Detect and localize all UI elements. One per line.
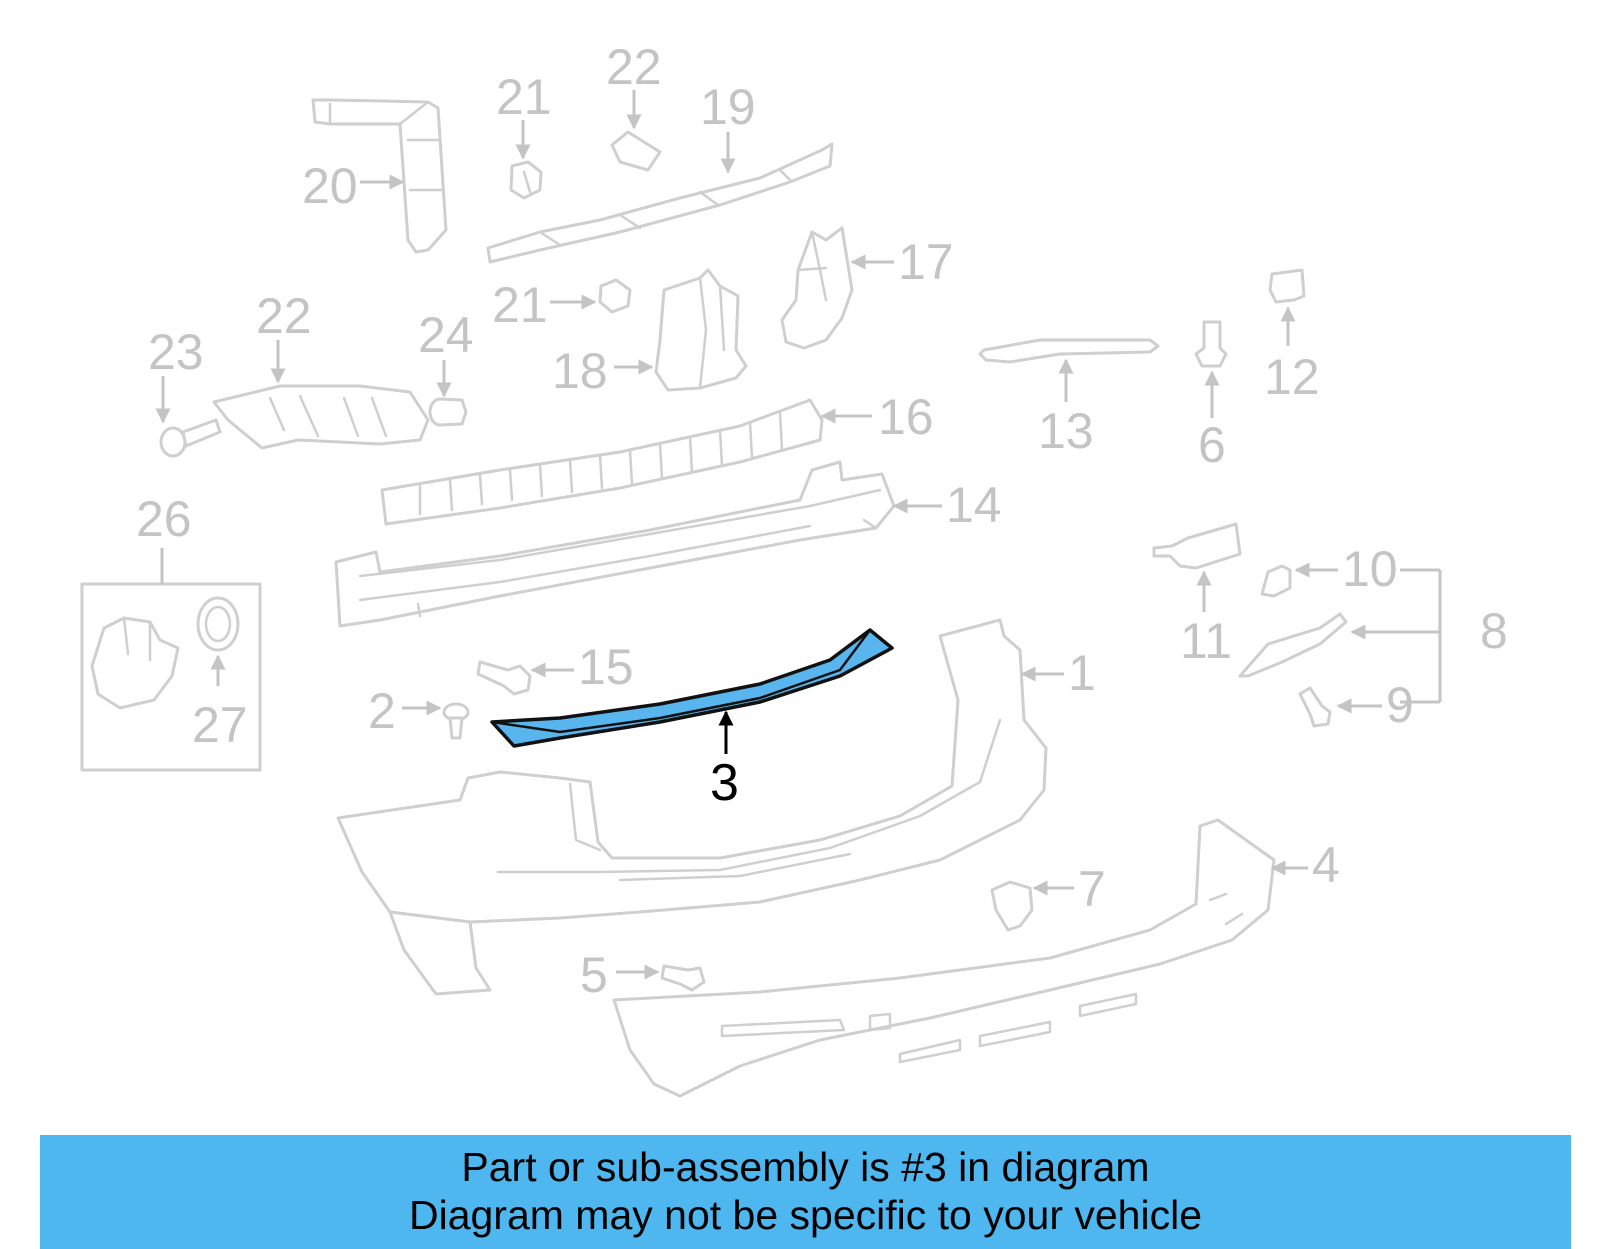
callout-15: 15 [530,639,634,695]
part-10-clip [1260,564,1292,598]
callout-22: 22 [606,39,662,130]
svg-text:16: 16 [878,389,934,445]
svg-text:26: 26 [136,491,192,547]
svg-text:24: 24 [418,307,474,363]
svg-text:7: 7 [1078,861,1106,917]
svg-text:8: 8 [1480,603,1508,659]
callout-23: 22 [256,288,312,384]
callout-27: 27 [192,654,248,753]
callout-14: 14 [892,477,1002,533]
part-6-pin [1194,320,1228,368]
svg-text:23: 23 [148,324,204,380]
part-26-sensor [90,616,180,710]
part-23-bracket [212,384,430,450]
part-19-rail [486,142,834,264]
part-25-plug [428,397,468,427]
callout-10: 10 [1294,541,1398,597]
svg-text:27: 27 [192,697,248,753]
part-22-clip [610,130,662,172]
svg-text:10: 10 [1342,541,1398,597]
callout-5: 5 [580,947,660,1003]
svg-text:1: 1 [1068,645,1096,701]
svg-text:19: 19 [700,79,756,135]
sensor-group-box [80,548,262,772]
banner-line-2: Diagram may not be specific to your vehi… [408,1192,1202,1238]
callout-2: 2 [368,683,442,739]
callout-12: 12 [1264,306,1320,405]
svg-text:21: 21 [492,277,548,333]
callout-26: 26 [136,491,192,547]
part-4-valance [612,818,1276,1098]
callout-17: 17 [850,234,954,290]
part-27-ring [196,596,240,652]
svg-text:22: 22 [606,39,662,95]
callout-13: 13 [1038,358,1094,459]
callout-4: 4 [1270,837,1340,893]
part-24-bolt [159,418,222,458]
callout-16: 16 [820,389,934,445]
callout-21-upper: 21 [496,69,552,160]
part-15-bolt [476,660,532,696]
callout-9: 9 [1336,677,1414,733]
svg-text:12: 12 [1264,349,1320,405]
callout-18: 18 [552,343,654,399]
svg-text:2: 2 [368,683,396,739]
part-2-clip [442,702,470,740]
part-18-bracket [654,268,748,392]
part-16-absorber [380,398,824,526]
callout-1: 1 [1020,645,1096,701]
banner-line-1: Part or sub-assembly is #3 in diagram [461,1144,1150,1190]
part-1-bumper-cover [336,618,1048,924]
info-banner: Part or sub-assembly is #3 in diagram Di… [40,1135,1571,1249]
part-12-clip [1268,268,1306,304]
part-1-lower-left [388,910,492,996]
svg-text:18: 18 [552,343,608,399]
part-21-nut-upper [509,160,543,200]
callout-6: 6 [1198,370,1226,473]
svg-text:21: 21 [496,69,552,125]
svg-text:6: 6 [1198,417,1226,473]
callout-24: 23 [148,324,204,424]
svg-text:11: 11 [1180,613,1232,669]
svg-text:9: 9 [1386,677,1414,733]
part-14-beam [334,460,896,628]
callout-3: 3 [710,710,739,812]
callout-20: 20 [302,158,405,214]
svg-text:22: 22 [256,288,312,344]
svg-text:20: 20 [302,158,358,214]
part-7-bracket [990,880,1034,932]
svg-text:5: 5 [580,947,608,1003]
svg-text:17: 17 [898,234,954,290]
part-9-screw [1298,686,1332,728]
svg-text:4: 4 [1312,837,1340,893]
callout-19: 19 [700,79,756,174]
callout-7: 7 [1032,861,1106,917]
svg-text:3: 3 [710,754,739,812]
svg-text:13: 13 [1038,403,1094,459]
callout-11: 11 [1180,570,1232,669]
part-13-strip [978,338,1160,364]
part-3-step-pad [490,628,894,748]
svg-text:14: 14 [946,477,1002,533]
part-11-bracket [1152,522,1242,570]
svg-text:15: 15 [578,639,634,695]
part-5-bolt [660,964,706,992]
part-20-bracket [311,98,448,254]
callout-21-mid: 21 [492,277,597,333]
part-21-nut-mid [598,278,632,314]
callout-8: 8 [1350,568,1508,704]
part-8-reflector [1238,612,1348,678]
callout-25: 24 [418,307,474,398]
part-17-bracket [780,226,854,350]
